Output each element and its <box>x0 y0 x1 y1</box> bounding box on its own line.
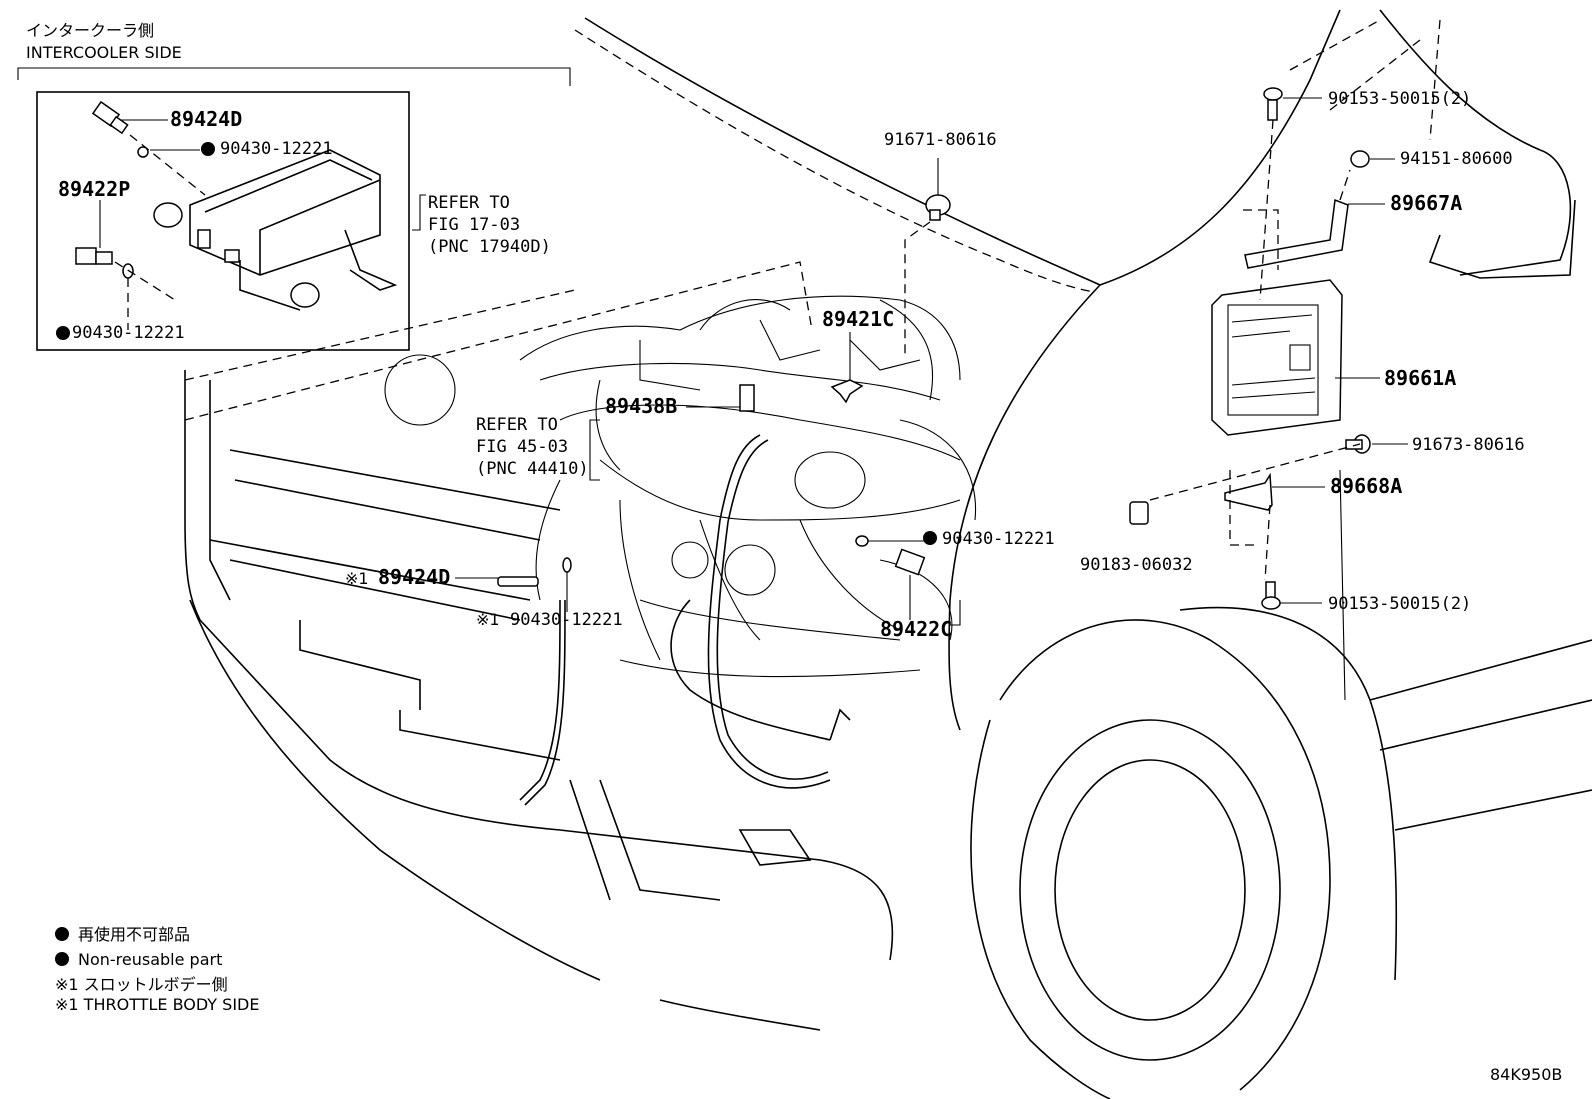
legend-throttle-en: ※1 THROTTLE BODY SIDE <box>55 995 259 1014</box>
legend-dot <box>55 952 69 966</box>
part-label-90430-b[interactable]: 90430-12221 <box>72 323 185 343</box>
legend-throttle-jp: ※1 スロットルボデー側 <box>55 975 228 994</box>
throttle-mark-mid: ※1 <box>345 569 369 588</box>
intercooler-side-jp: インタークーラ側 <box>26 21 154 40</box>
part-label-89438b[interactable]: 89438B <box>605 394 677 418</box>
part-label-89661a[interactable]: 89661A <box>1384 366 1456 390</box>
intercooler-side-en: INTERCOOLER SIDE <box>26 43 182 62</box>
ref-17-03-line3: (PNC 17940D) <box>428 237 551 257</box>
leader-lines <box>99 97 1408 701</box>
part-label-90430-a[interactable]: 90430-12221 <box>220 139 333 159</box>
part-label-89421c[interactable]: 89421C <box>822 307 894 331</box>
part-label-89668a[interactable]: 89668A <box>1330 474 1402 498</box>
gasket-ring-icon <box>562 557 572 573</box>
throttle-mark-low: ※1 <box>476 610 500 629</box>
clip-icon <box>1129 501 1149 525</box>
ref-45-03-line2[interactable]: FIG 45-03 <box>476 437 568 457</box>
bolt-icon <box>925 194 951 221</box>
vehicle-body <box>184 9 1592 1099</box>
part-label-94151[interactable]: 94151-80600 <box>1400 149 1513 169</box>
part-label-90153-top[interactable]: 90153-50015(2) <box>1328 89 1471 109</box>
ref-45-03-line3: (PNC 44410) <box>476 459 589 479</box>
nonreuse-dot <box>923 531 937 545</box>
part-label-89422c[interactable]: 89422C <box>880 617 952 641</box>
part-label-90153-bot[interactable]: 90153-50015(2) <box>1328 594 1471 614</box>
labels: インタークーラ側 INTERCOOLER SIDE 89424D 90430-1… <box>26 21 1562 1084</box>
bracket-89667a-icon <box>1244 198 1349 269</box>
part-label-89667a[interactable]: 89667A <box>1390 191 1462 215</box>
intercooler-inset <box>17 67 571 351</box>
engine-assembly <box>384 295 977 806</box>
part-label-89424d-mid[interactable]: 89424D <box>378 565 450 589</box>
sensor-89438b-icon <box>739 384 755 412</box>
gasket-ring-icon <box>137 146 149 158</box>
sensor-89422c-icon <box>894 548 926 576</box>
sensor-89421c-icon <box>830 379 864 404</box>
sensor-89424d-top-icon <box>91 100 129 135</box>
ref-45-03-line1: REFER TO <box>476 415 558 435</box>
bolt-icon <box>1263 87 1283 121</box>
part-glyphs <box>75 87 1371 610</box>
legend-nonreuse-en: Non-reusable part <box>78 950 222 969</box>
part-label-91673[interactable]: 91673-80616 <box>1412 435 1525 455</box>
ecu-89661a-icon <box>1211 279 1343 436</box>
gasket-ring-icon <box>855 535 869 547</box>
part-label-90430-c[interactable]: 90430-12221 <box>942 529 1055 549</box>
ref-17-03-line1: REFER TO <box>428 193 510 213</box>
part-label-89422p[interactable]: 89422P <box>58 177 130 201</box>
part-label-89424d-top[interactable]: 89424D <box>170 107 242 131</box>
figure-code: 84K950B <box>1490 1065 1562 1084</box>
nonreuse-dot <box>56 326 70 340</box>
nonreuse-markers <box>55 142 937 966</box>
sensor-89422p-icon <box>75 247 113 265</box>
sensor-89424d-mid-icon <box>497 576 539 587</box>
part-label-90183[interactable]: 90183-06032 <box>1080 555 1193 575</box>
part-label-91671[interactable]: 91671-80616 <box>884 130 997 150</box>
nonreuse-dot <box>201 142 215 156</box>
bolt-icon <box>1345 434 1371 454</box>
legend-nonreuse-jp: 再使用不可部品 <box>78 925 190 944</box>
part-label-90430-d[interactable]: 90430-12221 <box>510 610 623 630</box>
bolt-icon <box>1261 581 1281 610</box>
nut-icon <box>1350 150 1370 168</box>
ref-17-03-line2[interactable]: FIG 17-03 <box>428 215 520 235</box>
legend-dot <box>55 927 69 941</box>
bracket-89668a-icon <box>1224 472 1273 511</box>
